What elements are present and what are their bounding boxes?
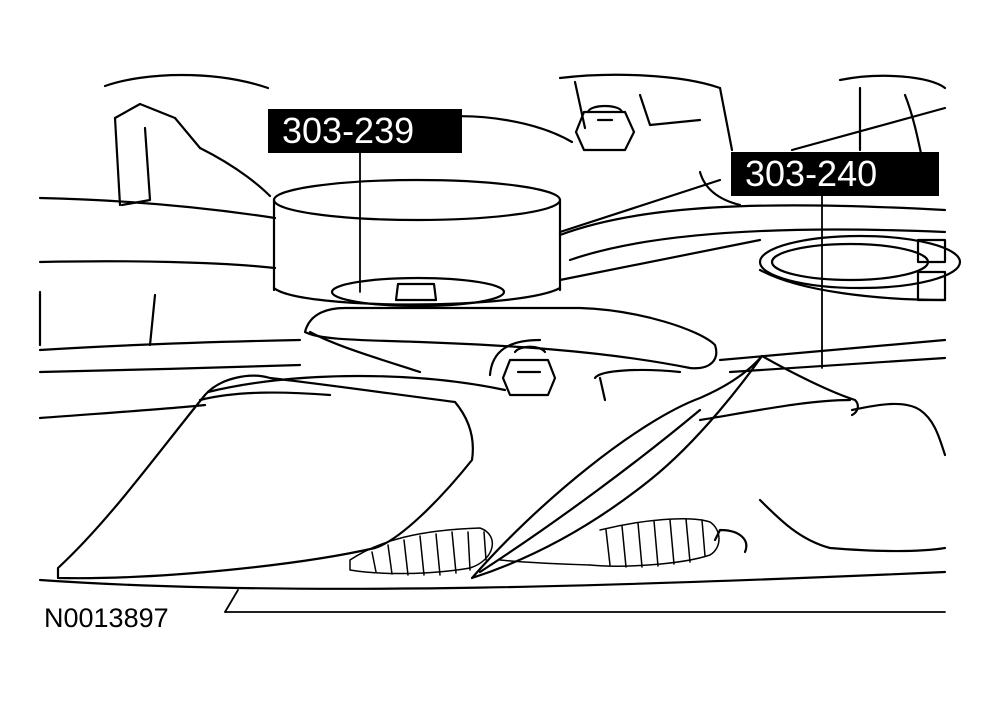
shroud-ribs	[349, 518, 720, 576]
hub-bolt	[501, 345, 557, 397]
fan-blades	[38, 354, 947, 590]
upper-bolt	[574, 104, 636, 152]
callout-label-303-240: 303-240	[731, 152, 939, 196]
pulley-belt	[558, 204, 962, 302]
fan-hub-plate	[303, 306, 718, 377]
clutch-drum	[272, 178, 562, 308]
engine-housing	[103, 73, 947, 207]
leader-lines	[224, 152, 946, 613]
callout-label-303-239: 303-239	[268, 109, 462, 153]
figure-id-label: N0013897	[44, 603, 169, 633]
